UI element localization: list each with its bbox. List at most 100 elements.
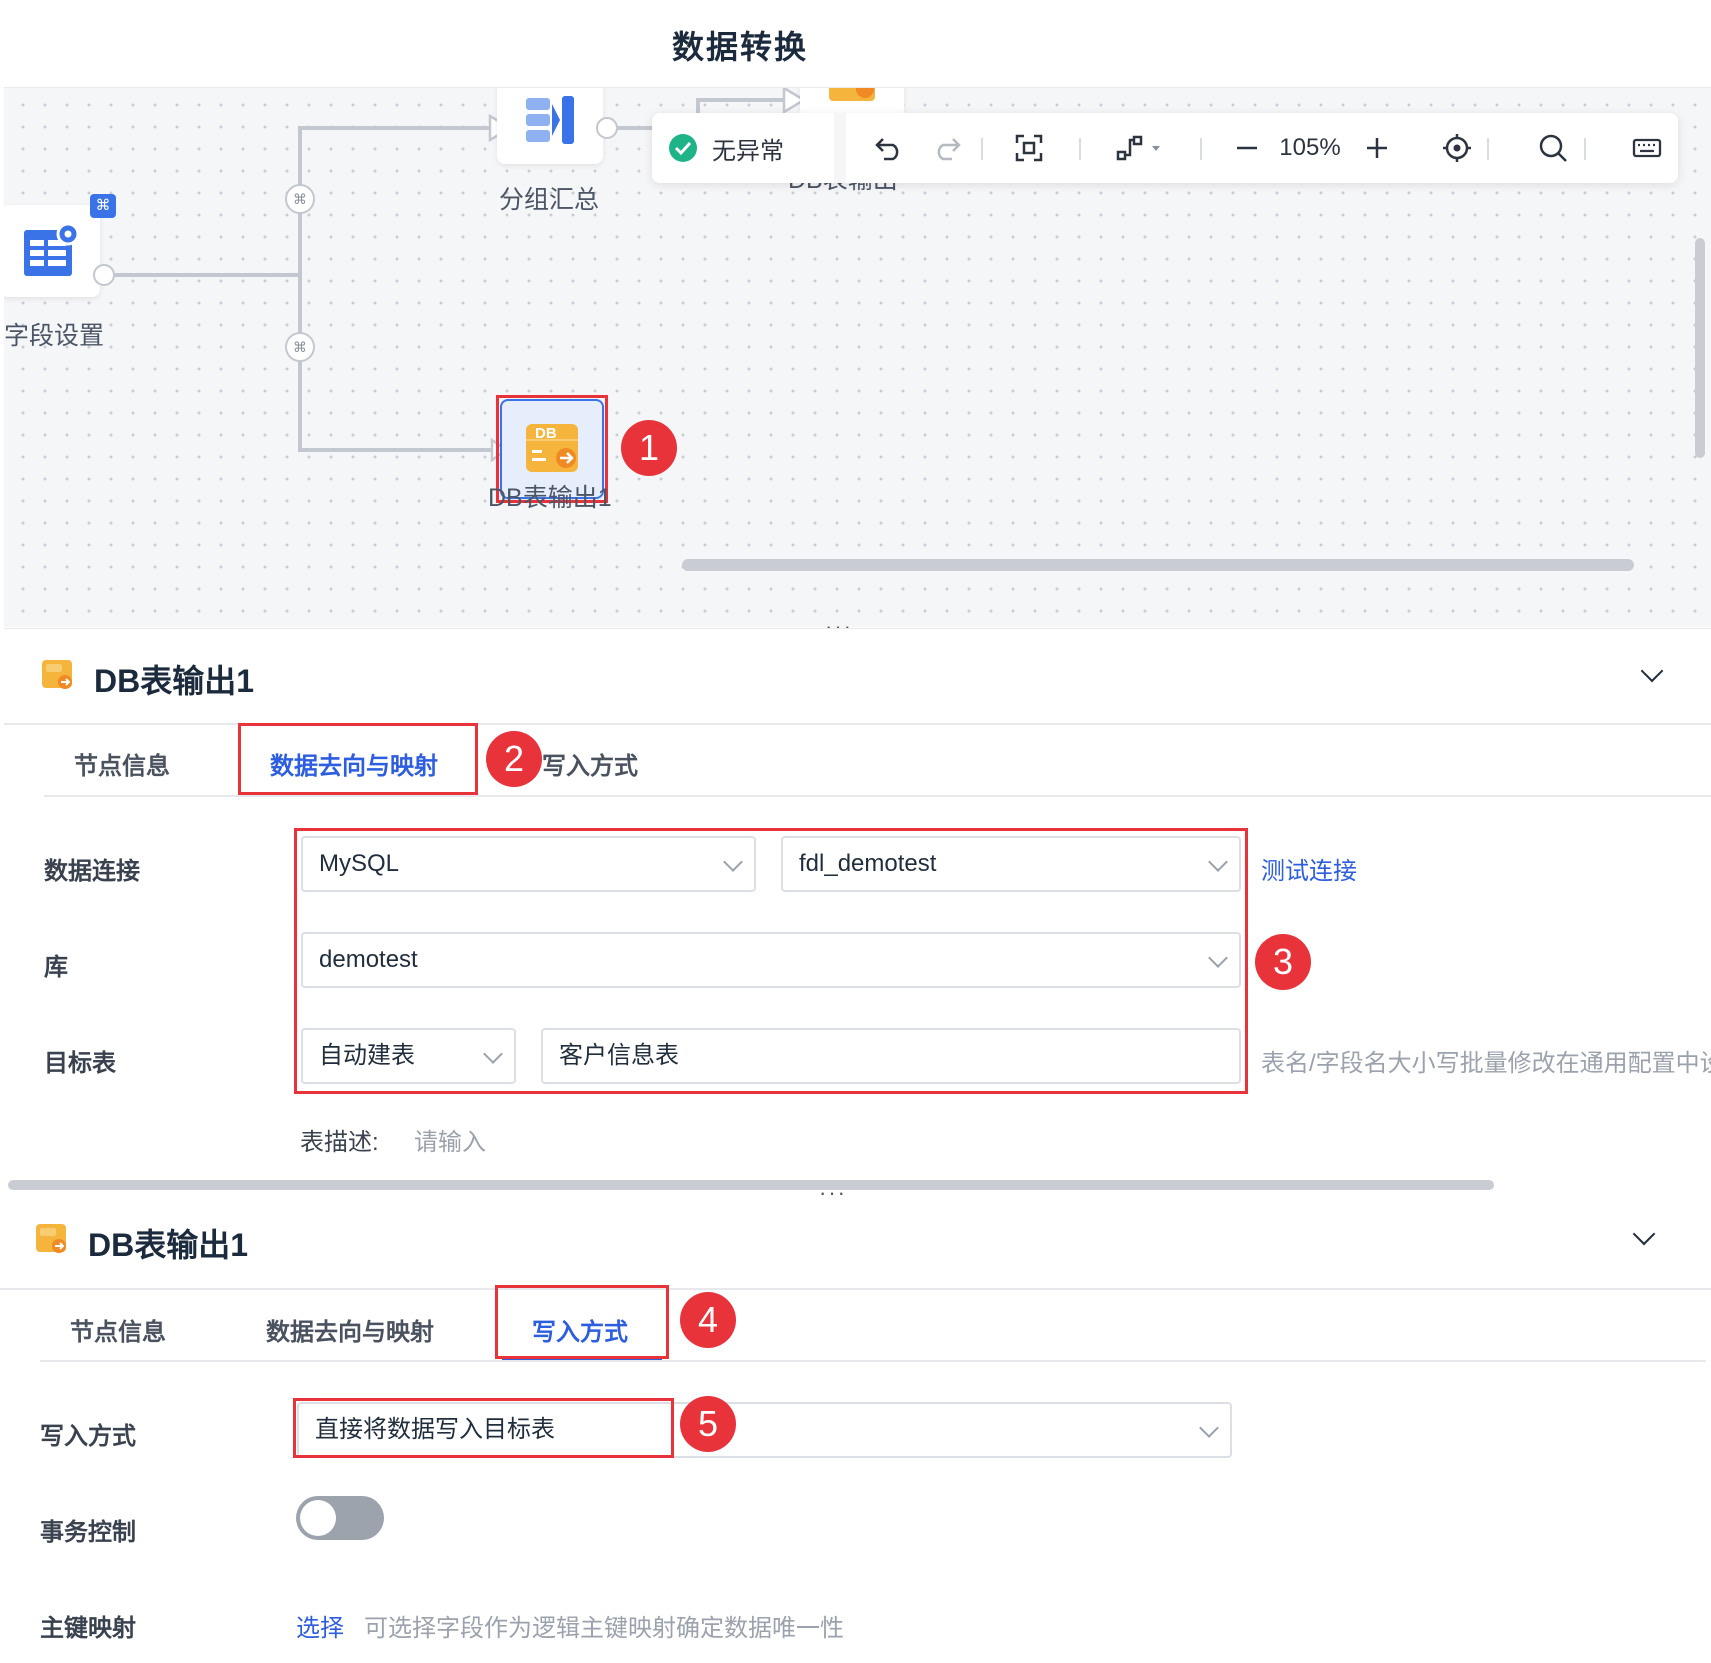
tab-node-info[interactable]: 节点信息	[70, 1319, 166, 1346]
toolbar-divider	[1079, 138, 1081, 160]
annotation-box-2	[238, 723, 478, 795]
zoom-level: 105%	[1279, 134, 1341, 161]
description-input[interactable]: 请输入	[414, 1129, 486, 1156]
status-text: 无异常	[712, 137, 784, 165]
node-db-output-1[interactable]: DB	[500, 399, 604, 499]
target-table-hint: 表名/字段名大小写批量修改在通用配置中设	[1261, 1050, 1711, 1077]
tabs-divider	[40, 1360, 1706, 1362]
write-mode-select[interactable]: 直接将数据写入目标表	[297, 1402, 1232, 1458]
annotation-box-1	[496, 395, 608, 503]
connection-type-value: MySQL	[319, 850, 400, 877]
keyboard-shortcuts-button[interactable]	[1612, 113, 1682, 183]
locate-button[interactable]	[1422, 113, 1492, 183]
db-output-icon	[36, 1224, 66, 1253]
primary-key-hint: 可选择字段作为逻辑主键映射确定数据唯一性	[364, 1615, 844, 1642]
toggle-knob	[300, 1500, 336, 1536]
connection-name-select[interactable]: fdl_demotest	[781, 836, 1241, 892]
tab-data-mapping[interactable]: 数据去向与映射	[266, 1319, 434, 1346]
fit-view-icon	[1015, 134, 1043, 162]
tabs-divider	[44, 795, 1711, 797]
annotation-badge-5: 5	[680, 1396, 736, 1452]
tab-node-info[interactable]: 节点信息	[74, 753, 170, 780]
description-label: 表描述:	[300, 1129, 379, 1156]
db-output-icon: DB	[526, 424, 578, 472]
annotation-box-5	[293, 1398, 674, 1458]
canvas-toolbar: 无异常 105%	[652, 113, 1678, 183]
annotation-badge-1: 1	[621, 420, 677, 476]
write-mode-label: 写入方式	[40, 1423, 136, 1450]
redo-button[interactable]	[910, 113, 984, 183]
connection-label: 数据连接	[44, 858, 140, 885]
horizontal-scrollbar[interactable]	[8, 1180, 1494, 1190]
node-field-settings[interactable]	[4, 205, 100, 297]
write-mode-value: 直接将数据写入目标表	[315, 1416, 555, 1443]
check-circle-icon	[669, 134, 697, 162]
keyboard-icon	[1632, 138, 1662, 158]
test-connection-link[interactable]: 测试连接	[1261, 858, 1357, 885]
annotation-box-4	[495, 1285, 669, 1359]
collapse-chevron-icon[interactable]	[1632, 1222, 1656, 1246]
annotation-badge-3: 3	[1255, 934, 1311, 990]
transaction-control-toggle[interactable]	[296, 1496, 384, 1540]
properties-panel-2: DB表输出1 节点信息 数据去向与映射 写入方式 4 写入方式 直接将数据写入目…	[0, 1196, 1711, 1663]
database-value: demotest	[319, 946, 418, 973]
divider	[4, 723, 1711, 725]
undo-button[interactable]	[852, 113, 926, 183]
connection-name-value: fdl_demotest	[799, 850, 937, 877]
target-table-input[interactable]: 客户信息表	[541, 1028, 1241, 1084]
toolbar-divider	[981, 138, 983, 160]
collapse-chevron-icon[interactable]	[1640, 659, 1664, 683]
horizontal-scrollbar[interactable]	[682, 559, 1634, 571]
toolbar-divider	[1584, 138, 1586, 160]
target-mode-select[interactable]: 自动建表	[301, 1028, 516, 1084]
field-settings-icon	[24, 222, 80, 276]
toolbar-divider	[1487, 138, 1489, 160]
layout-dropdown[interactable]	[1092, 113, 1188, 183]
vertical-scrollbar[interactable]	[1695, 238, 1705, 458]
database-label: 库	[44, 954, 68, 981]
primary-key-mapping-label: 主键映射	[40, 1615, 136, 1642]
properties-panel-1: DB表输出1 节点信息 数据去向与映射 写入方式 2 数据连接 MySQL fd…	[4, 628, 1711, 1193]
database-select[interactable]: demotest	[301, 932, 1241, 988]
svg-text:DB: DB	[535, 425, 557, 442]
panel-title: DB表输出1	[94, 663, 255, 699]
target-table-value: 客户信息表	[559, 1042, 679, 1069]
undo-icon	[875, 138, 899, 161]
zoom-in-icon	[1367, 138, 1387, 158]
search-icon	[1539, 134, 1567, 162]
panel-title: DB表输出1	[88, 1227, 249, 1263]
annotation-badge-2: 2	[486, 731, 542, 787]
tab-write-mode[interactable]: 写入方式	[542, 753, 638, 780]
connection-type-select[interactable]: MySQL	[301, 836, 756, 892]
group-summary-icon	[526, 96, 574, 144]
tab-data-mapping[interactable]: 数据去向与映射	[270, 753, 438, 780]
branch-condition-icon[interactable]: ⌘	[285, 184, 315, 214]
node-label-db-output-1: DB表输出1	[488, 484, 612, 512]
search-button[interactable]	[1518, 113, 1588, 183]
redo-icon	[937, 138, 961, 161]
annotation-badge-4: 4	[680, 1292, 736, 1348]
branch-condition-icon[interactable]: ⌘	[285, 332, 315, 362]
zoom-out-icon	[1237, 146, 1257, 150]
toolbar-divider	[1200, 138, 1202, 160]
toolbar-gap	[834, 113, 846, 183]
transaction-control-label: 事务控制	[40, 1519, 136, 1546]
node-label-field-settings: 字段设置	[4, 322, 105, 350]
chevron-down-icon	[1199, 1418, 1219, 1438]
page-title: 数据转换	[671, 29, 808, 65]
output-port[interactable]	[93, 264, 115, 286]
select-primary-key-link[interactable]: 选择	[296, 1615, 344, 1642]
node-group-summary[interactable]	[497, 88, 603, 164]
annotation-box-3	[294, 828, 1248, 1094]
locate-icon	[1443, 134, 1471, 162]
db-output-icon	[42, 660, 72, 689]
zoom-in-button[interactable]	[1352, 113, 1402, 183]
zoom-out-button[interactable]	[1222, 113, 1272, 183]
tab-write-mode[interactable]: 写入方式	[532, 1319, 628, 1346]
layout-icon	[1116, 135, 1160, 161]
output-port[interactable]	[596, 117, 618, 139]
fit-view-button[interactable]	[992, 113, 1066, 183]
status-indicator[interactable]: 无异常	[668, 113, 818, 183]
target-mode-value: 自动建表	[319, 1042, 415, 1069]
divider	[0, 1288, 1711, 1290]
